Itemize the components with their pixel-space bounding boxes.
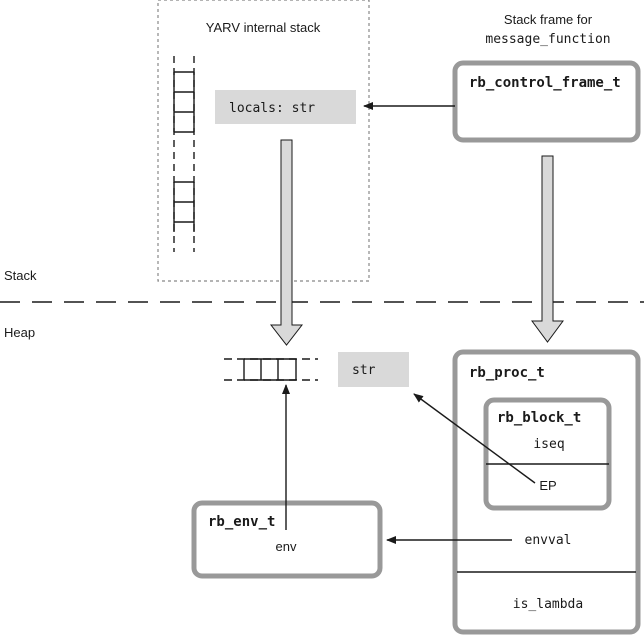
locals-slot — [215, 90, 356, 124]
stack-ladder — [173, 56, 195, 252]
locals-to-heap-arrow — [269, 139, 304, 346]
frame-caption-line2: message_function — [485, 32, 610, 47]
block-label: rb_block_t — [497, 410, 581, 426]
env-field: env — [276, 539, 297, 554]
heap-stack-copy — [224, 358, 318, 381]
heap-label: Heap — [4, 325, 35, 340]
block-box — [483, 397, 612, 511]
ep-to-str-arrow — [413, 393, 536, 484]
yarv-stack-region — [157, 0, 370, 282]
control-frame-label: rb_control_frame_t — [469, 75, 621, 91]
yarv-stack-title: YARV internal stack — [206, 20, 321, 35]
is-lambda-field: is_lambda — [513, 597, 583, 612]
control-frame-to-proc-arrow — [531, 155, 564, 343]
str-value-label: str — [352, 363, 376, 378]
frame-caption-line1: Stack frame for — [504, 12, 593, 27]
str-value-box — [338, 352, 409, 387]
proc-label: rb_proc_t — [469, 365, 545, 381]
iseq-field: iseq — [533, 437, 564, 452]
locals-label: locals: str — [229, 101, 315, 116]
ep-field: EP — [539, 478, 556, 493]
env-box — [191, 500, 383, 579]
envval-field: envval — [525, 533, 572, 548]
env-label: rb_env_t — [208, 514, 275, 530]
stack-label: Stack — [4, 268, 37, 283]
control-frame-box — [452, 60, 641, 143]
